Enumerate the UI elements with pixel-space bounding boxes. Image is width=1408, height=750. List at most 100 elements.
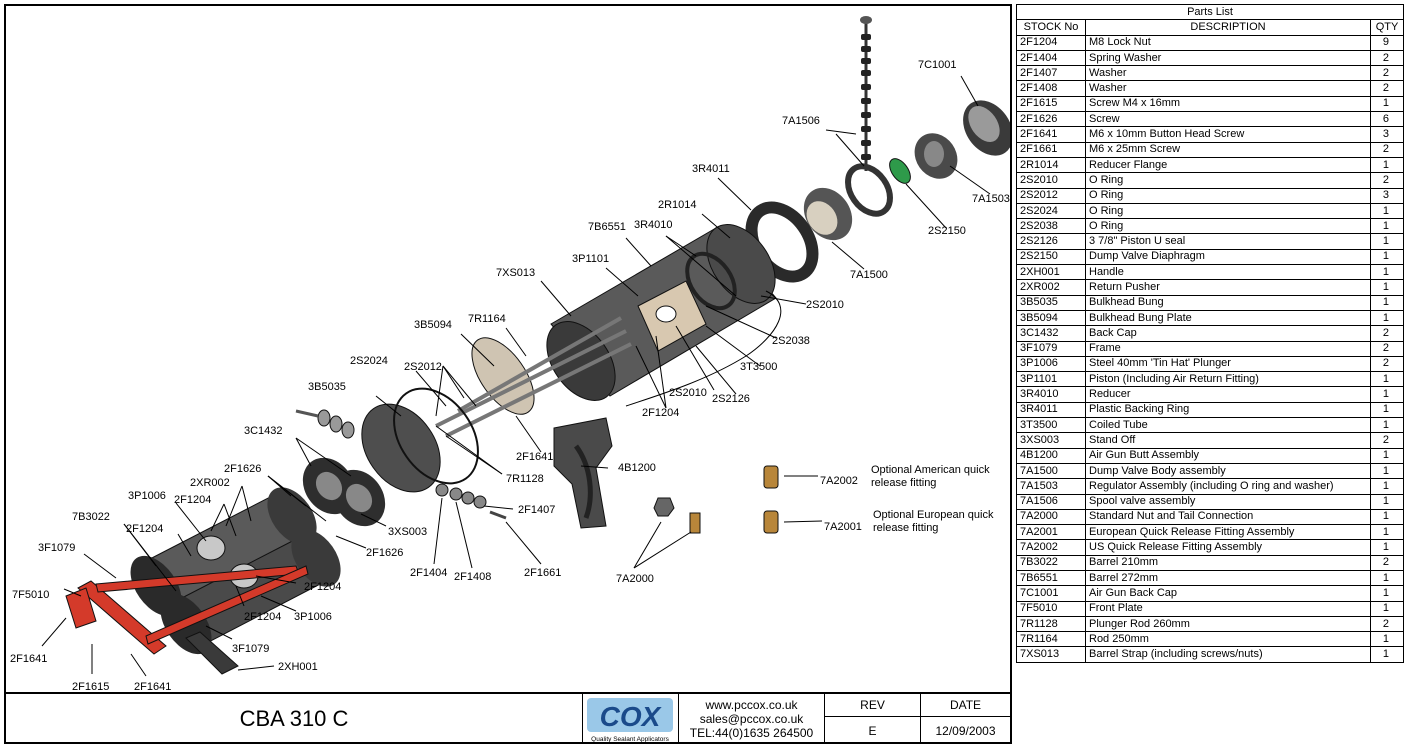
description-cell: M6 x 25mm Screw	[1085, 141, 1371, 158]
label-2F1204-a: 2F1204	[642, 407, 679, 419]
qty-cell: 2	[1370, 172, 1404, 189]
label-2S2024: 2S2024	[350, 355, 388, 367]
revision-cell: REV E	[824, 694, 920, 744]
stock-cell: 3P1101	[1016, 371, 1086, 388]
label-3T3500: 3T3500	[740, 361, 777, 373]
description-cell: Return Pusher	[1085, 279, 1371, 296]
label-2F1641-a: 2F1641	[516, 451, 553, 463]
title-block: CBA 310 C COX Quality Sealant Applicator…	[6, 692, 1010, 744]
parts-list-caption: Parts List	[1016, 3, 1404, 21]
small-washers	[435, 483, 507, 520]
label-3B5094: 3B5094	[414, 319, 452, 331]
stock-cell: 7A2000	[1016, 508, 1086, 526]
svg-text:COX: COX	[600, 701, 663, 732]
label-7R1128: 7R1128	[506, 473, 544, 485]
qty-cell: 1	[1370, 447, 1404, 464]
qty-cell: 2	[1370, 325, 1404, 342]
stock-cell: 2S2038	[1016, 218, 1086, 235]
cox-logo: COX Quality Sealant Applicators	[582, 694, 678, 744]
label-2XH001: 2XH001	[278, 661, 318, 673]
stock-cell: 7B6551	[1016, 569, 1086, 587]
label-7A1506: 7A1506	[782, 115, 820, 127]
label-3XS003: 3XS003	[388, 526, 427, 538]
stock-cell: 2F1615	[1016, 95, 1086, 113]
label-7XS013: 7XS013	[496, 267, 535, 279]
label-7B3022: 7B3022	[72, 511, 110, 523]
date-value: 12/09/2003	[935, 723, 996, 738]
stock-cell: 2S2150	[1016, 248, 1086, 266]
qty-cell: 1	[1370, 248, 1404, 266]
date-label: DATE	[921, 694, 1010, 717]
qty-cell: 2	[1370, 80, 1404, 97]
label-7A2001: 7A2001	[824, 521, 862, 533]
header-qty: QTY	[1370, 19, 1404, 36]
qty-cell: 6	[1370, 111, 1404, 128]
description-cell: Spring Washer	[1085, 49, 1371, 67]
description-cell: US Quick Release Fitting Assembly	[1085, 539, 1371, 556]
description-cell: Dump Valve Diaphragm	[1085, 248, 1371, 266]
stock-cell: 7F5010	[1016, 600, 1086, 617]
qty-cell: 2	[1370, 49, 1404, 67]
label-2R1014: 2R1014	[658, 199, 697, 211]
front-plate-frame	[65, 565, 309, 655]
stock-cell: 7A2001	[1016, 524, 1086, 541]
label-2F1615: 2F1615	[72, 681, 109, 693]
label-2F1204-d: 2F1204	[304, 581, 341, 593]
description-cell: Front Plate	[1085, 600, 1371, 617]
stock-cell: 3B5035	[1016, 294, 1086, 311]
qty-cell: 1	[1370, 585, 1404, 602]
stock-cell: 3XS003	[1016, 432, 1086, 449]
qty-cell: 1	[1370, 279, 1404, 296]
label-7R1164: 7R1164	[468, 313, 506, 325]
stock-cell: 3R4010	[1016, 386, 1086, 403]
qty-cell: 1	[1370, 371, 1404, 388]
label-2S2038: 2S2038	[772, 335, 810, 347]
description-cell: O Ring	[1085, 202, 1371, 220]
header-description: DESCRIPTION	[1085, 19, 1371, 36]
description-cell: Bulkhead Bung Plate	[1085, 309, 1371, 327]
label-7B6551: 7B6551	[588, 221, 626, 233]
label-2S2012: 2S2012	[404, 361, 442, 373]
label-3P1101: 3P1101	[572, 253, 609, 265]
label-2F1626-b: 2F1626	[366, 547, 403, 559]
label-2F1404: 2F1404	[410, 567, 447, 579]
stock-cell: 3T3500	[1016, 417, 1086, 434]
stock-cell: 3P1006	[1016, 355, 1086, 373]
qty-cell: 1	[1370, 539, 1404, 556]
label-2F1204-b: 2F1204	[174, 494, 211, 506]
stock-cell: 7XS013	[1016, 646, 1086, 663]
stock-cell: 7A1503	[1016, 478, 1086, 495]
qty-cell: 1	[1370, 417, 1404, 434]
description-cell: Stand Off	[1085, 432, 1371, 449]
stock-cell: 3B5094	[1016, 309, 1086, 327]
label-3P1006-b: 3P1006	[294, 611, 332, 623]
qty-cell: 2	[1370, 65, 1404, 82]
phone-text: TEL:44(0)1635 264500	[689, 726, 814, 740]
description-cell: Bulkhead Bung	[1085, 294, 1371, 311]
air-gun-butt	[553, 417, 613, 529]
stock-cell: 7R1164	[1016, 631, 1086, 648]
label-2F1407: 2F1407	[518, 504, 555, 516]
stock-cell: 2F1661	[1016, 141, 1086, 158]
label-3R4010: 3R4010	[634, 219, 673, 231]
stock-cell: 7R1128	[1016, 615, 1086, 633]
qty-cell: 1	[1370, 478, 1404, 495]
